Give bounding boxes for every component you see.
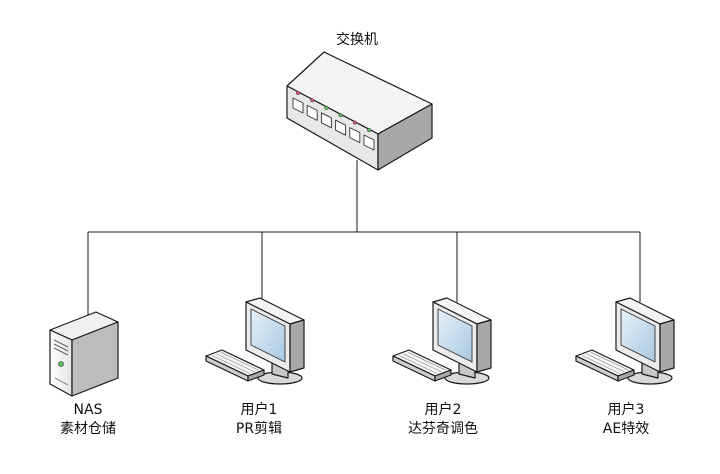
switch-port xyxy=(335,119,347,136)
switch-label: 交换机 xyxy=(336,32,378,48)
connection-lines xyxy=(87,160,641,316)
switch-port xyxy=(320,112,332,129)
port-led xyxy=(352,120,357,125)
server-icon xyxy=(49,311,119,397)
monitor-screen xyxy=(250,308,286,363)
switch-icon xyxy=(286,51,433,171)
monitor-screen xyxy=(620,308,656,363)
port-led xyxy=(295,90,301,96)
workstation-icon-user2 xyxy=(392,297,492,385)
port-led xyxy=(366,127,372,133)
switch-port xyxy=(363,134,375,151)
port-led xyxy=(338,113,343,118)
monitor-screen xyxy=(437,308,473,363)
workstation-icon-user3 xyxy=(575,297,675,385)
switch-port xyxy=(349,127,361,144)
switch-port xyxy=(306,104,318,121)
workstation-icon-user1 xyxy=(205,297,305,385)
port-led xyxy=(324,105,329,110)
switch-port xyxy=(292,97,304,114)
port-led xyxy=(310,98,315,103)
